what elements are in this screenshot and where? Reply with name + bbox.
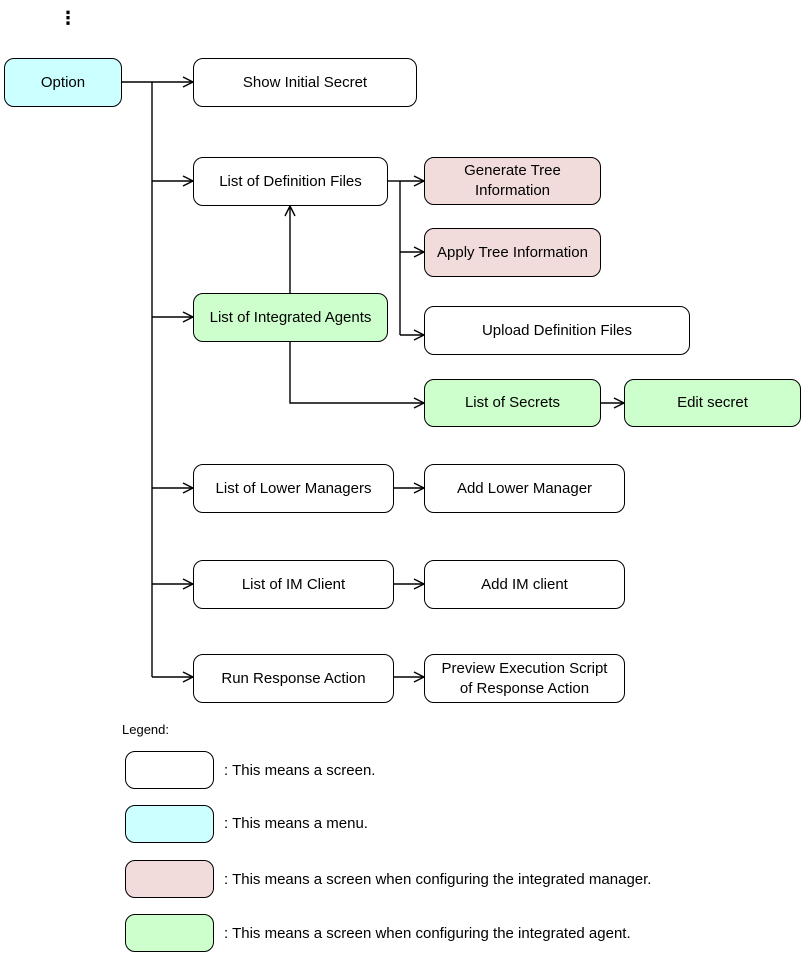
option-menu-node: Option — [4, 58, 122, 107]
add-lower-manager-node: Add Lower Manager — [424, 464, 625, 513]
list-of-definition-files-node: List of Definition Files — [193, 157, 388, 206]
legend-menu-text: : This means a menu. — [224, 815, 368, 832]
add-im-client-node: Add IM client — [424, 560, 625, 609]
integrated-agents-to-secrets-edge — [289, 342, 424, 403]
list-of-secrets-node: List of Secrets — [424, 379, 601, 427]
apply-tree-information-node: Apply Tree Information — [424, 228, 601, 277]
legend-agent-text: : This means a screen when configuring t… — [224, 925, 631, 942]
legend-title: Legend: — [122, 722, 169, 737]
legend-manager-swatch — [125, 860, 214, 898]
legend-manager-text: : This means a screen when configuring t… — [224, 871, 652, 888]
generate-tree-information-node: Generate Tree Information — [424, 157, 601, 205]
upload-definition-files-node: Upload Definition Files — [424, 306, 690, 355]
legend-agent-swatch — [125, 914, 214, 952]
list-of-im-client-node: List of IM Client — [193, 560, 394, 609]
legend-menu-swatch — [125, 805, 214, 843]
preview-execution-script-node: Preview Execution Script of Response Act… — [424, 654, 625, 703]
list-of-integrated-agents-node: List of Integrated Agents — [193, 293, 388, 342]
list-of-lower-managers-node: List of Lower Managers — [193, 464, 394, 513]
legend-screen-text: : This means a screen. — [224, 762, 376, 779]
ellipsis-dots: ⋮ — [59, 8, 77, 28]
legend-screen-swatch — [125, 751, 214, 789]
edit-secret-node: Edit secret — [624, 379, 801, 427]
run-response-action-node: Run Response Action — [193, 654, 394, 703]
show-initial-secret-node: Show Initial Secret — [193, 58, 417, 107]
